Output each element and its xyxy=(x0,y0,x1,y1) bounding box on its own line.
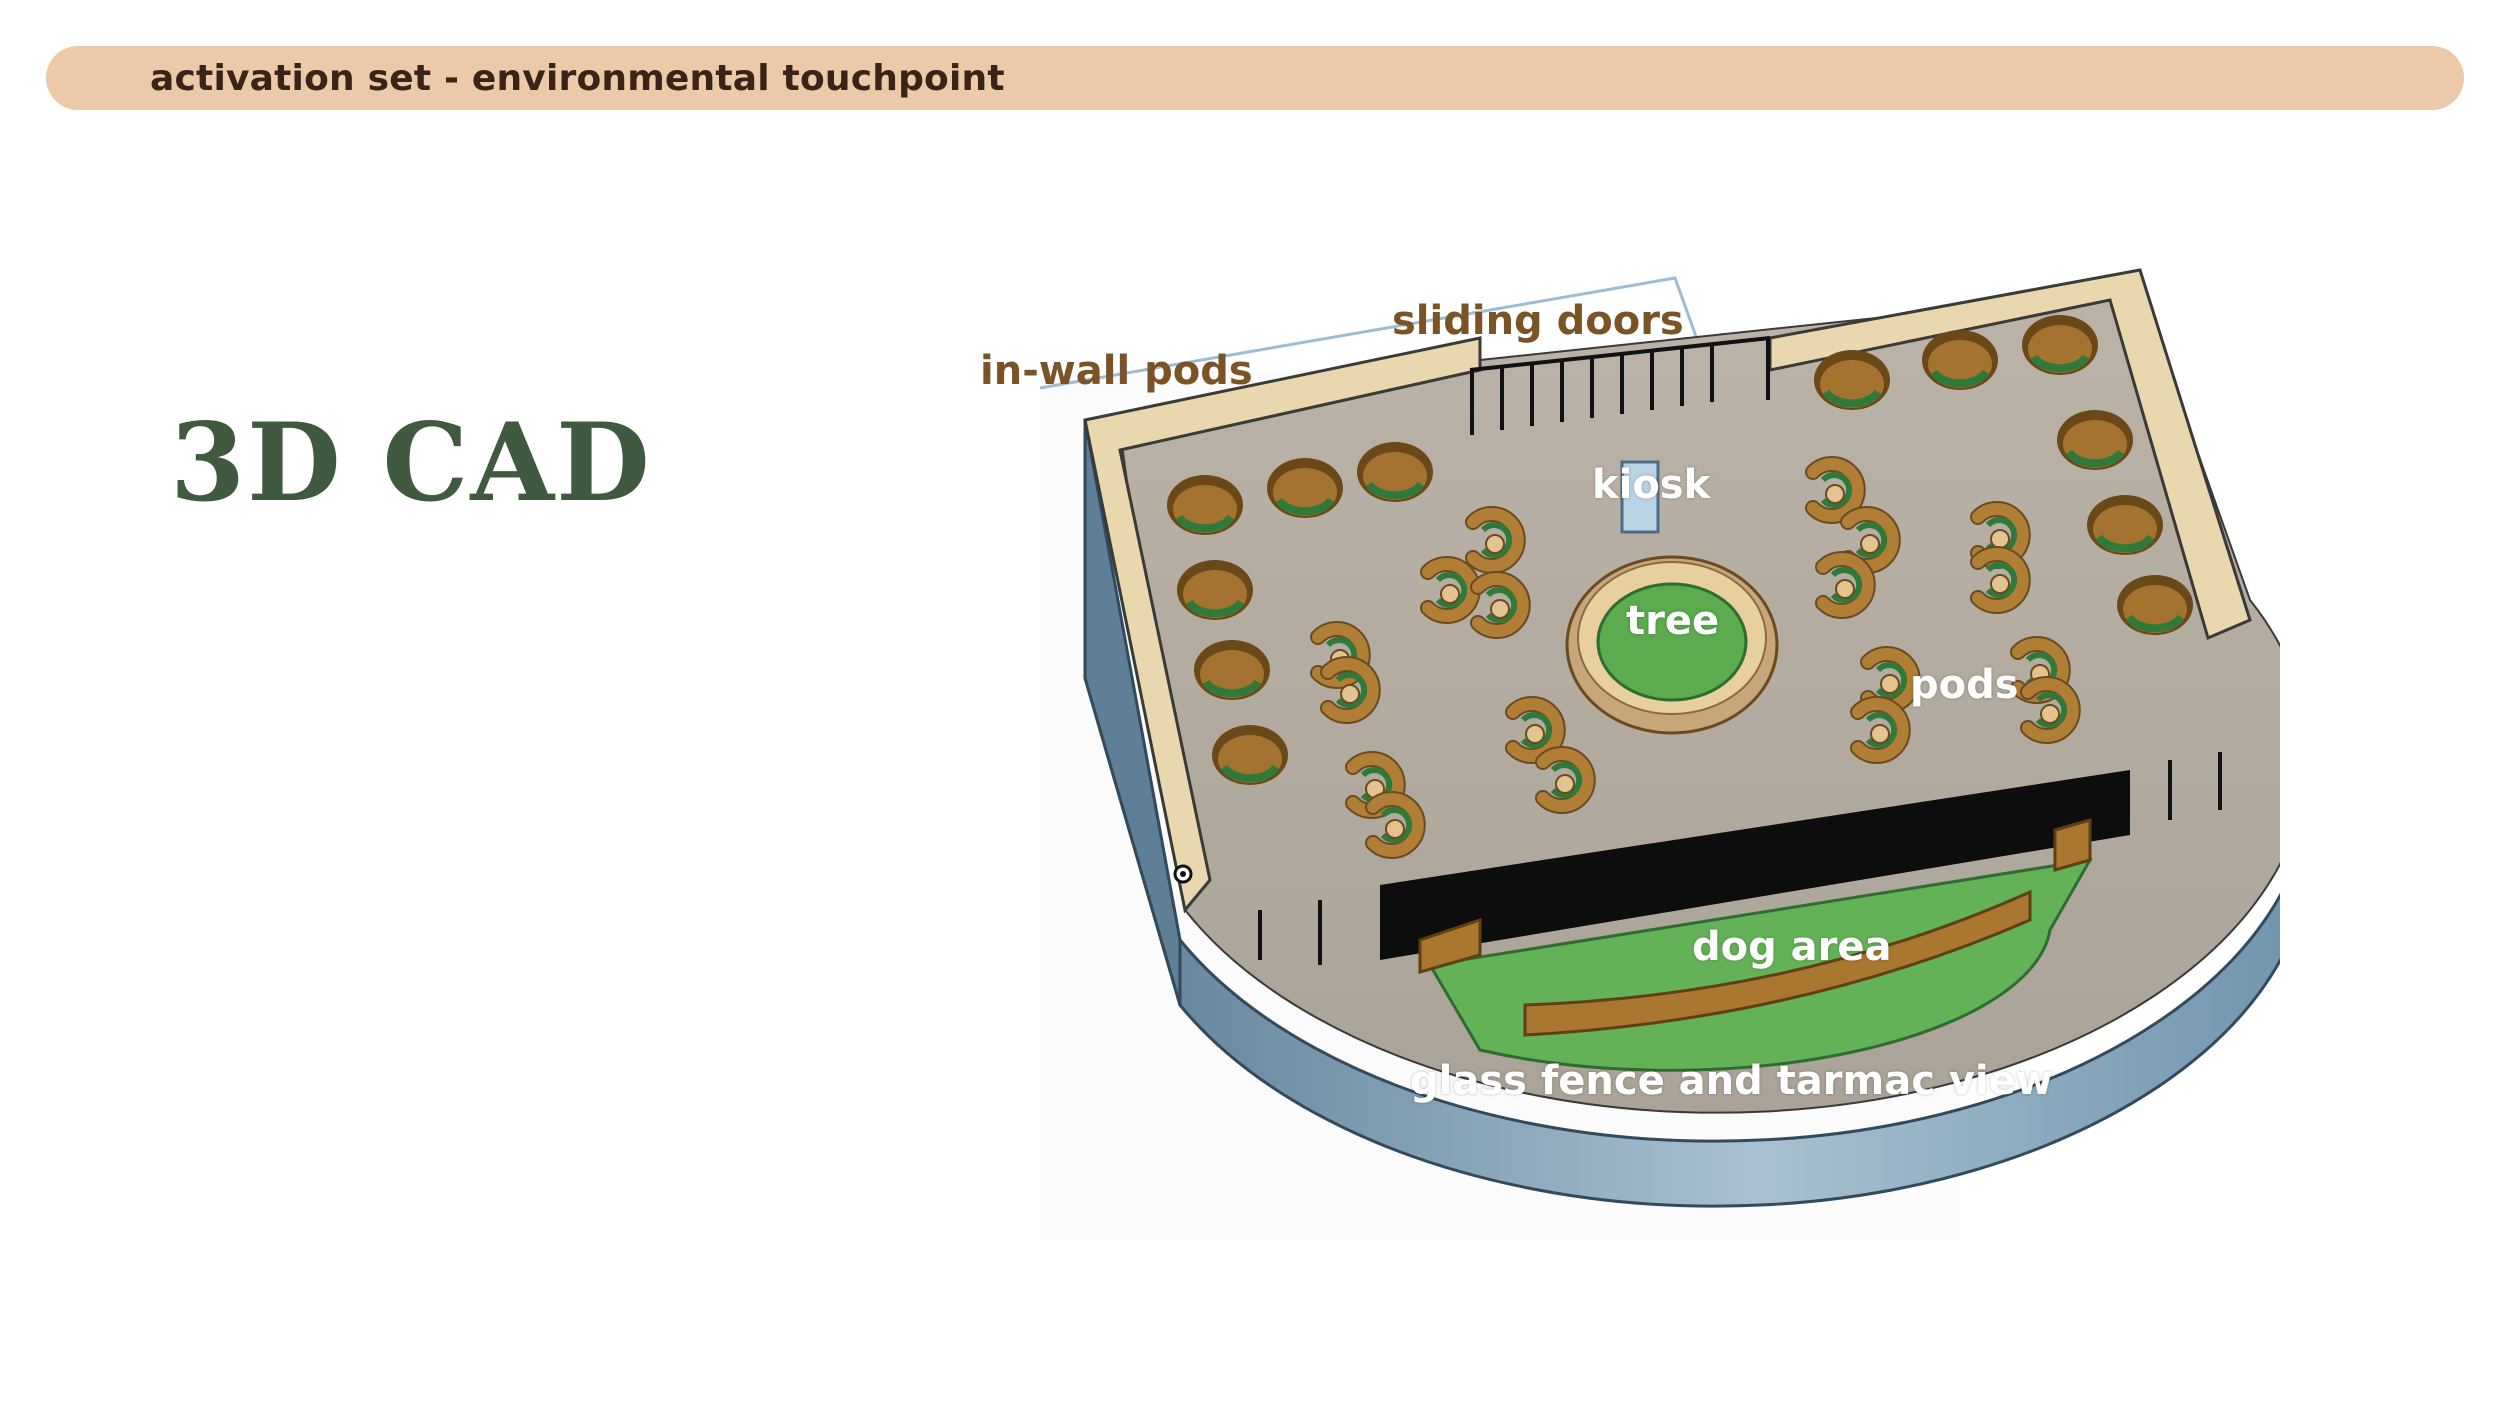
header-banner: activation set - environmental touchpoin… xyxy=(46,46,2464,110)
label-sliding-doors: sliding doors xyxy=(1392,298,1684,344)
in-wall-niche xyxy=(1922,330,1998,390)
fence-posts xyxy=(1258,752,2222,965)
label-kiosk: kiosk xyxy=(1592,462,1711,508)
in-wall-niche xyxy=(1167,475,1243,535)
dog-area-bench xyxy=(1523,889,2032,1037)
origin-marker-dot xyxy=(1180,871,1186,877)
glass-fence-wall xyxy=(1380,770,2130,960)
label-dog-area: dog area xyxy=(1692,924,1892,970)
label-pods: pods xyxy=(1910,662,2019,708)
label-tree: tree xyxy=(1626,598,1720,644)
wall-left xyxy=(1083,336,1482,914)
in-wall-niche xyxy=(1194,640,1270,700)
dog-area-bench-right xyxy=(2053,818,2092,872)
base-left-face xyxy=(1083,419,1182,1006)
in-wall-niche xyxy=(1267,458,1343,518)
in-wall-niche xyxy=(2087,495,2163,555)
in-wall-niche xyxy=(1212,725,1288,785)
in-wall-niche xyxy=(2022,315,2098,375)
in-wall-niche xyxy=(1177,560,1253,620)
kiosk-unit xyxy=(1620,460,1660,534)
in-wall-niche xyxy=(2117,575,2193,635)
page-title: 3D CAD xyxy=(170,400,652,526)
label-glass-fence: glass fence and tarmac view xyxy=(1410,1058,2053,1104)
cad-model-render xyxy=(1039,268,2280,1240)
banner-title: activation set - environmental touchpoin… xyxy=(150,58,1005,99)
dog-area-bench-left xyxy=(1418,917,1482,974)
in-wall-niche xyxy=(1357,442,1433,502)
sliding-doors xyxy=(1469,336,1771,435)
in-wall-niche xyxy=(1814,350,1890,410)
label-in-wall-pods: in-wall pods xyxy=(980,348,1253,394)
tree-grass xyxy=(1596,582,1748,702)
in-wall-niche xyxy=(2057,410,2133,470)
